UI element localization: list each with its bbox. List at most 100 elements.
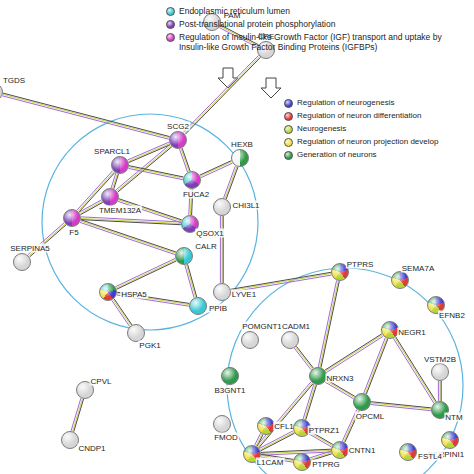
edge-stroke	[188, 264, 197, 297]
edge-stroke	[181, 148, 189, 171]
edge-stroke	[129, 166, 183, 177]
edge-stroke	[73, 399, 83, 432]
protein-node: OPCML	[353, 393, 371, 411]
protein-node: PTPRG	[293, 453, 311, 471]
protein-label: HSPA5	[120, 290, 148, 299]
protein-label: FSTL4	[417, 452, 443, 461]
protein-label: NTM	[444, 413, 463, 422]
protein-node: FMOD	[213, 415, 231, 433]
cluster-circle	[42, 114, 258, 330]
edge-stroke	[81, 220, 181, 225]
edge-stroke	[182, 148, 190, 171]
legend-row: Post-translational protein phosphorylati…	[166, 19, 468, 29]
legend-row: Regulation of neuron projection develop	[284, 137, 472, 147]
edge-stroke	[255, 433, 261, 445]
edge-stroke	[81, 220, 176, 252]
protein-node: CFL1	[257, 417, 275, 435]
edge-stroke	[80, 222, 175, 254]
legend-row: Generation of neurons	[284, 150, 472, 160]
edge-stroke	[296, 346, 313, 368]
protein-node: CPVL	[76, 381, 94, 399]
edge-stroke	[2, 96, 169, 139]
edge-stroke	[81, 217, 181, 222]
protein-node: TGDS	[0, 83, 3, 101]
legend-text: Generation of neurons	[297, 150, 377, 160]
legend: Regulation of neurogenesisRegulation of …	[284, 98, 472, 163]
legend-row: Regulation of neurogenesis	[284, 98, 472, 108]
protein-node: F5	[63, 209, 81, 227]
edge-stroke	[222, 216, 223, 283]
legend: Endoplasmic reticulum lumenPost-translat…	[166, 6, 468, 55]
legend-text: Regulation of neurogenesis	[297, 98, 394, 108]
protein-label: CFL1	[273, 422, 295, 431]
protein-label: PTPRZ1	[308, 426, 341, 435]
protein-label: VSTM2B	[423, 355, 457, 364]
legend-row: Endoplasmic reticulum lumen	[166, 6, 468, 16]
edge-stroke	[321, 281, 339, 367]
interaction-edge	[318, 280, 339, 367]
edge-stroke	[128, 168, 182, 179]
edge-stroke	[225, 166, 237, 198]
protein-label: PGK1	[138, 341, 161, 350]
protein-node: PPIB	[189, 297, 207, 315]
legend-row: Neurogenesis	[284, 124, 472, 134]
protein-node: SPARCL1	[111, 156, 129, 174]
edge-stroke	[226, 167, 238, 199]
protein-label: SCG2	[166, 122, 190, 131]
interaction-edge	[179, 148, 190, 172]
protein-label: NRXN3	[325, 374, 354, 383]
edge-stroke	[294, 348, 311, 370]
edge-stroke	[393, 338, 433, 403]
edge-stroke	[310, 451, 331, 458]
protein-label: CNTN1	[348, 446, 377, 455]
legend-swatch	[284, 112, 293, 121]
protein-node: SERPINA5	[13, 253, 31, 271]
edge-stroke	[224, 166, 236, 198]
edge-stroke	[257, 382, 311, 446]
edge-stroke	[364, 338, 385, 393]
protein-node: FSTL4	[399, 443, 417, 461]
interaction-edge	[112, 299, 132, 327]
protein-label: PTPRS	[346, 260, 375, 269]
edge-stroke	[325, 334, 382, 370]
edge-stroke	[259, 384, 313, 448]
edge-stroke	[365, 338, 386, 393]
legend-row: Regulation of neuron differentiation	[284, 111, 472, 121]
protein-node: FUCA2	[183, 171, 201, 189]
protein-label: TGDS	[2, 76, 26, 85]
edge-stroke	[183, 55, 258, 132]
legend-text: Regulation of neuron differentiation	[297, 111, 421, 121]
protein-node: QSOX1	[181, 215, 199, 233]
edge-stroke	[371, 403, 431, 409]
legend-text: Regulation of neuron projection develop	[297, 137, 438, 147]
interaction-edge	[224, 166, 238, 199]
edge-stroke	[311, 453, 332, 460]
edge-stroke	[261, 449, 331, 452]
edge-stroke	[296, 347, 313, 369]
edge-stroke	[184, 56, 259, 133]
protein-label: SPARCL1	[93, 147, 131, 156]
legend-text: Regulation of Insulin-like Growth Factor…	[179, 32, 468, 52]
edge-stroke	[258, 383, 312, 447]
edge-stroke	[366, 339, 387, 394]
protein-node: PGK1	[127, 324, 145, 342]
interaction-edge	[294, 346, 313, 370]
interaction-edge	[128, 166, 183, 180]
edge-stroke	[200, 162, 232, 177]
protein-node: SERPINI1	[441, 431, 459, 449]
protein-node: B3GNT1	[221, 367, 239, 385]
protein-label: PTPRG	[311, 460, 341, 469]
protein-label: NEGR1	[397, 328, 427, 337]
interaction-edge	[257, 382, 314, 448]
edge-stroke	[112, 300, 130, 326]
edge-stroke	[74, 399, 84, 432]
protein-label: CHI3L1	[231, 201, 260, 210]
edge-stroke	[318, 280, 336, 366]
interaction-edge	[200, 161, 233, 178]
protein-node: PTPRZ1	[293, 419, 311, 437]
legend-text: Neurogenesis	[297, 124, 346, 134]
protein-node: TMEM132A	[101, 188, 119, 206]
interaction-edge	[371, 402, 431, 411]
cluster-circle	[227, 268, 463, 474]
